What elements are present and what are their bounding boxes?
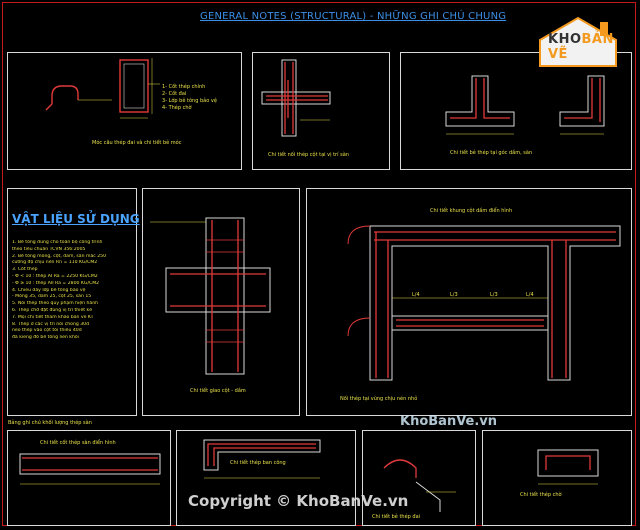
joint-caption: Chi tiết giao cột - dầm xyxy=(190,388,246,394)
panel-frame-detail xyxy=(306,188,632,416)
materials-line: 7. Mọi chi tiết tham khảo bản vẽ KT xyxy=(12,314,94,320)
starter-bar-drawing xyxy=(537,449,599,485)
frame-dim-2: L/3 xyxy=(450,292,458,298)
materials-line: theo tiêu chuẩn TCVN 356:2005 xyxy=(12,246,86,252)
materials-line: đà kiềng đổ bê tông liền khối xyxy=(12,335,79,341)
stirrup-legend-1: 1- Cốt thép chính xyxy=(162,84,206,90)
stirrup-hook-drawing xyxy=(45,58,160,119)
corner-caption: Chi tiết bẻ thép tại góc dầm, sàn xyxy=(450,150,533,156)
materials-line: 4. Chiều dày lớp bê tông bảo vệ xyxy=(12,287,86,293)
stirrup-caption: Móc câu thép đai và chi tiết bẻ móc xyxy=(92,140,182,146)
materials-line: cường độ chịu nén Rn = 110 KG/CM2 xyxy=(12,260,98,266)
slab-detail-drawing xyxy=(19,453,161,485)
panel-materials xyxy=(7,188,137,416)
materials-line: 3. Cốt thép xyxy=(12,267,38,273)
watermark: KhoBanVe.vn xyxy=(400,414,498,429)
frame-dim-1: L/4 xyxy=(412,292,420,298)
stirrup-bending-drawing xyxy=(383,459,456,512)
materials-line: - Móng 35, dầm 25, cột 25, sàn 15 xyxy=(12,294,92,300)
materials-line: 5. Nối thép theo quy phạm hiện hành xyxy=(12,301,99,307)
sub-panel-caption: Bảng ghi chú khối lượng thép sàn xyxy=(8,420,92,426)
materials-line: - Φ ≥ 10 : thép AII Ra = 2800 KG/CM2 xyxy=(12,280,100,286)
stirrup-legend-2: 2- Cốt đai xyxy=(162,91,187,97)
stirrup-bending-caption: Chi tiết bẻ thép đai xyxy=(372,514,421,520)
panel-stirrup-detail xyxy=(362,430,476,526)
frame-caption-1: Chi tiết khung cột dầm điển hình xyxy=(430,208,513,214)
panel-corner-bending xyxy=(400,52,632,170)
frame-detail-drawing xyxy=(347,225,621,381)
panel-balcony-detail xyxy=(176,430,356,526)
logo-text: KHOBẢN VẼ xyxy=(548,32,630,62)
panel-stirrup-hook xyxy=(7,52,242,170)
copyright: Copyright © KhoBanVe.vn xyxy=(188,492,409,510)
balcony-detail-drawing xyxy=(203,439,321,479)
panel-column-beam-joint xyxy=(142,188,300,416)
logo-text-accent: BẢN VẼ xyxy=(548,32,614,62)
house-logo-icon xyxy=(539,16,617,67)
logo-text-primary: KHO xyxy=(548,32,582,47)
slab-caption: Chi tiết cốt thép sàn điển hình xyxy=(40,440,116,446)
stirrup-legend-3: 3- Lớp bê tông bảo vệ xyxy=(162,98,217,104)
frame-dim-4: L/4 xyxy=(526,292,534,298)
drawing-title: GENERAL NOTES (STRUCTURAL) - NHỮNG GHI C… xyxy=(200,11,507,22)
frame-caption-2: Nối thép tại vùng chịu nén nhỏ xyxy=(340,396,418,402)
materials-title: VẬT LIỆU SỬ DỤNG xyxy=(12,212,140,226)
materials-list: 1. Bê tông dùng cho toàn bộ công trình t… xyxy=(12,240,132,342)
corner-bending-drawing xyxy=(445,75,605,135)
materials-line: 2. Bê tông móng, cột, dầm, sàn mác 250 xyxy=(12,253,107,259)
column-beam-joint-drawing xyxy=(150,217,271,375)
stirrup-legend-4: 4- Thép chờ xyxy=(162,105,192,111)
panel-column-splice xyxy=(252,52,390,170)
starter-bar-caption: Chi tiết thép chờ xyxy=(520,492,562,498)
materials-line: - Φ < 10 : thép AI Ra = 2250 KG/CM2 xyxy=(12,273,98,279)
panel-slab-detail xyxy=(7,430,171,526)
column-splice-drawing xyxy=(261,59,331,137)
splice-caption: Chi tiết nối thép cột tại vị trí sàn xyxy=(268,152,349,158)
logo: KHOBẢN VẼ xyxy=(526,14,630,70)
materials-line: 6. Thép chờ đặt đúng vị trí thiết kế xyxy=(12,307,93,313)
balcony-caption: Chi tiết thép ban công xyxy=(230,460,286,466)
materials-line: 1. Bê tông dùng cho toàn bộ công trình xyxy=(12,240,103,245)
materials-line: 8. Thép ở các vị trí nối chồng 30d xyxy=(12,321,89,327)
frame-dim-3: L/3 xyxy=(490,292,498,298)
materials-line: neo thép vào cột tối thiểu 40d xyxy=(12,328,82,334)
panel-starter-bar xyxy=(482,430,632,526)
